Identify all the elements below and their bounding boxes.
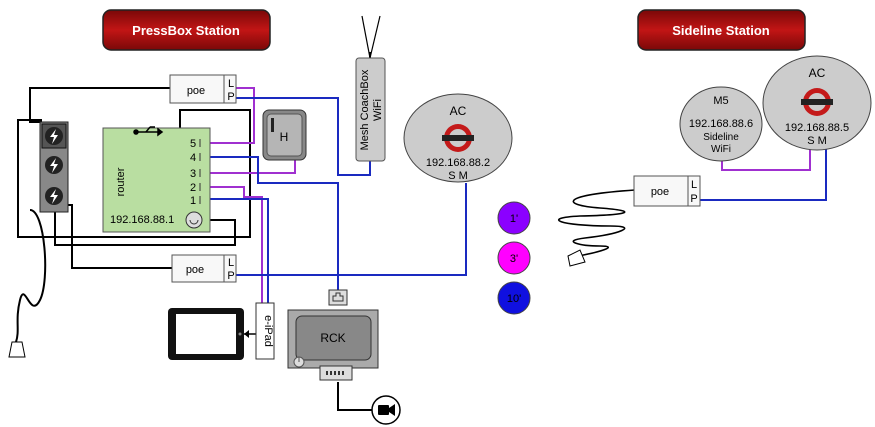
poe-sideline: poe L P [633,175,701,207]
poe-top: poe L P [169,74,237,104]
blue-wires [200,97,827,303]
hub-device: H [262,109,307,161]
ac-pressbox-ip: 192.168.88.2 [426,157,490,169]
router-port-labels: 5 4 3 2 1 [190,138,196,207]
poe-bottom-port-l: L [228,257,234,269]
ethernet-port-icon [328,289,348,306]
legend-label-3: 3' [510,253,518,265]
poe-top-label: poe [187,85,205,97]
router: router 192.168.88.1 5 4 3 2 1 [102,126,211,233]
router-ip: 192.168.88.1 [110,214,174,226]
ac-sideline-label: AC [809,66,826,80]
rck-label: RCK [320,331,345,345]
plug-icon [8,341,26,358]
hub-label: H [280,130,289,144]
ac-pressbox-sm: S M [448,170,468,182]
router-port-3: 3 [190,168,196,180]
poe-bottom: poe L P [171,254,237,283]
router-label: router [115,167,127,196]
ac-sideline-ip: 192.168.88.5 [785,122,849,134]
hub-slot-icon [271,118,274,132]
poe-bottom-port-p: P [227,270,234,282]
ubiquiti-logo-icon [442,124,474,152]
router-port-1: 1 [190,195,196,207]
poe-bottom-label: poe [186,264,204,276]
m5-label: M5 [713,95,728,107]
power-outlet-icon [45,127,63,145]
e-ipad-label: e-iPad [262,315,274,347]
mesh-line1: Mesh CoachBox [359,69,371,150]
legend-label-1: 1' [510,213,518,225]
power-outlet-icon [45,187,63,205]
pressbox-title: PressBox Station [102,9,271,51]
cable-length-legend: 1' 3' 10' [497,201,531,315]
ubiquiti-logo-icon [801,88,833,116]
mesh-line2: WiFi [372,99,384,121]
router-port-5: 5 [190,138,196,150]
mesh-coachbox: Mesh CoachBox WiFi [355,15,386,162]
router-port-2: 2 [190,182,196,194]
arrow-icon [244,330,249,338]
router-power-icon [185,211,203,229]
ac-pressbox-label: AC [450,104,467,118]
ac-sideline-sm: S M [807,135,827,147]
plug-icon [567,249,586,267]
usb-icon [133,126,164,137]
power-strip [39,121,69,213]
sideline-title-text: Sideline Station [672,23,770,38]
power-outlet-icon [45,156,63,174]
m5-ip: 192.168.88.6 [689,118,753,130]
sideline-title: Sideline Station [637,9,806,51]
m5-line2: WiFi [711,144,731,155]
ac-pressbox: AC 192.168.88.2 S M [403,93,513,183]
router-port-4: 4 [190,152,196,164]
poe-sideline-label: poe [651,186,669,198]
e-ipad-adapter: e-iPad [255,302,275,360]
router-power-glyph [189,219,199,225]
rck-device: RCK [287,289,379,381]
legend-item-10ft: 10' [497,281,531,315]
m5-line1: Sideline [703,132,739,143]
poe-top-port-l: L [228,78,234,90]
sideline-spring-cable [557,189,636,257]
antenna-right [369,15,381,59]
poe-sideline-port-p: P [690,193,697,205]
antenna-left [361,15,371,59]
poe-sideline-port-l: L [691,179,697,191]
m5-device: M5 192.168.88.6 Sideline WiFi [679,86,763,162]
legend-label-10: 10' [507,293,521,305]
ipad-device [168,308,256,360]
rck-power-icon [293,356,305,368]
legend-item-1ft: 1' [497,201,531,235]
legend-item-3ft: 3' [497,241,531,275]
camera-icon [371,395,401,425]
ac-sideline: AC 192.168.88.5 S M [762,55,872,151]
poe-top-port-p: P [227,91,234,103]
pressbox-title-text: PressBox Station [132,23,240,38]
